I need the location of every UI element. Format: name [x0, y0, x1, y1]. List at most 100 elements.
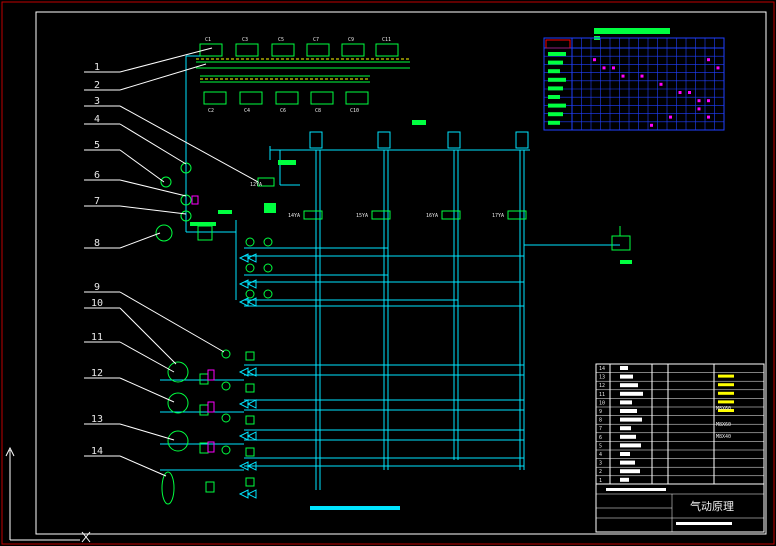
valve-label: 16YA [426, 213, 438, 219]
seq-step-label [548, 86, 563, 91]
callout-6: 6 [94, 170, 100, 181]
seq-step-label [548, 103, 566, 108]
seq-step-label [548, 69, 560, 74]
bom-part-name [620, 460, 635, 465]
bom-row-number: 10 [599, 400, 605, 406]
valve-label: 14YA [288, 213, 300, 219]
bom-row-number: 7 [599, 426, 602, 432]
manifold-label: C4 [244, 108, 250, 114]
sheet-border-inner [35, 11, 767, 535]
seq-mark [697, 99, 701, 103]
bom-part-name [620, 391, 643, 396]
seq-mark [688, 91, 691, 94]
callout-14: 14 [91, 446, 103, 457]
manifold-label: C7 [313, 37, 319, 43]
bom-row-number: 14 [599, 366, 605, 372]
seq-step-label [548, 120, 560, 125]
bom-part-name [620, 477, 629, 482]
seq-mark [640, 74, 644, 78]
seq-mark [669, 115, 672, 119]
seq-step-label [548, 112, 563, 117]
manifold-label: C6 [280, 108, 286, 114]
bom-row-number: 8 [599, 418, 602, 424]
seq-mark [602, 66, 606, 70]
bom-part-name [620, 417, 642, 422]
callout-9: 9 [94, 282, 100, 293]
bom-row-number: 6 [599, 435, 602, 441]
seq-mark [716, 66, 720, 70]
bom-row-number: 4 [599, 452, 602, 458]
bom-row-number: 1 [599, 478, 602, 484]
seq-mark [707, 99, 710, 103]
exhaust-unit [611, 226, 631, 251]
callout-11: 11 [91, 332, 103, 343]
seq-mark [697, 107, 701, 111]
bom-table: 14 13 12 11 10 9 8 7 6 5 4 3 2 1 M8X60 M8X60 M8X40 [595, 363, 765, 485]
dimension-bar [310, 506, 400, 510]
bom-part-name [620, 409, 637, 413]
bom-spec: M8X60 [716, 422, 731, 428]
bom-part-name [620, 366, 628, 370]
manifold-label: C3 [242, 37, 248, 43]
seq-mark [707, 58, 710, 62]
bom-part-name [620, 426, 631, 431]
bom-part-name [620, 400, 632, 405]
bom-part-name [620, 383, 638, 388]
sequence-table [543, 28, 725, 131]
bom-row-number: 2 [599, 469, 602, 475]
bom-spec: M8X60 [716, 406, 731, 412]
seq-step-label [548, 52, 566, 56]
bom-part-name [620, 374, 633, 379]
manifold-label: C5 [278, 37, 284, 43]
bom-row-number: 3 [599, 461, 602, 467]
bom-part-name [620, 434, 636, 439]
seq-mark [612, 66, 615, 70]
bom-spec-mark [718, 391, 734, 395]
callout-leaders [84, 47, 259, 477]
valve-label: 15YA [356, 213, 368, 219]
drawing-title: 气动原理 [690, 499, 734, 513]
bom-row-number: 12 [599, 383, 605, 389]
valve-label: 12YA [250, 182, 262, 188]
seq-mark [593, 58, 596, 62]
gauge-column [221, 237, 273, 487]
callout-1: 1 [94, 62, 100, 73]
valve-manifold: C1 C3 C5 C7 C9 C11 C2 C4 C6 C8 C10 [185, 37, 410, 160]
callout-2: 2 [94, 80, 100, 91]
callout-4: 4 [94, 114, 100, 125]
seq-mark [650, 123, 653, 127]
ucs-icon [5, 446, 91, 543]
callout-13: 13 [91, 414, 103, 425]
callout-3: 3 [94, 96, 100, 107]
valve-label: 17YA [492, 213, 504, 219]
manifold-label: C9 [348, 37, 354, 43]
bom-part-name [620, 452, 630, 456]
bom-row-number: 13 [599, 375, 605, 381]
title-block: 气动原理 [595, 483, 765, 533]
manifold-label: C8 [315, 108, 321, 114]
callout-12: 12 [91, 368, 103, 379]
bom-spec-mark [718, 374, 734, 378]
seq-mark [707, 115, 710, 119]
frl-unit [155, 162, 215, 505]
seq-mark [678, 91, 682, 94]
bom-spec: M8X40 [716, 434, 731, 440]
manifold-label: C2 [208, 108, 214, 114]
manifold-label: C11 [382, 37, 391, 43]
bom-part-name [620, 443, 641, 448]
callout-7: 7 [94, 196, 100, 207]
seq-mark [659, 82, 663, 86]
callout-8: 8 [94, 238, 100, 249]
bom-part-name [620, 469, 640, 474]
manifold-label: C1 [205, 37, 211, 43]
bom-row-number: 5 [599, 443, 602, 449]
seq-step-label [548, 77, 566, 82]
bom-spec-mark [718, 400, 734, 404]
bom-spec-mark [718, 383, 734, 387]
bom-row-number: 11 [599, 392, 605, 398]
bom-row-number: 9 [599, 409, 602, 415]
seq-step-label [548, 60, 563, 65]
seq-step-label [548, 95, 560, 99]
